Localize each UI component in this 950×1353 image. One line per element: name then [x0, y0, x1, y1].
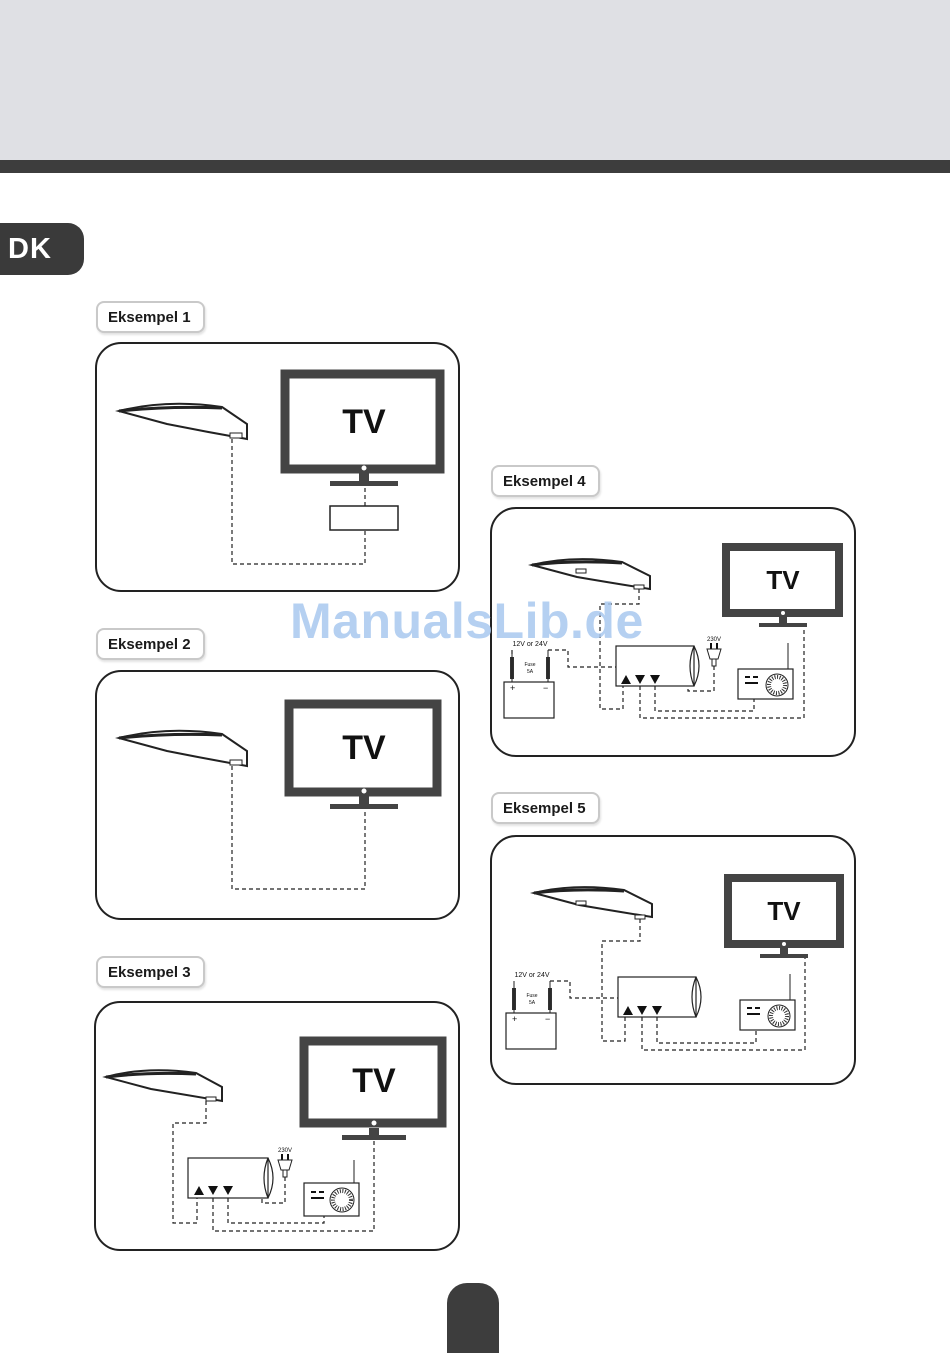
svg-text:−: − — [545, 1014, 550, 1024]
tv-icon: TV — [304, 1041, 442, 1140]
example-5-diagram: TV 12V or 24V + − Fuse 5A — [490, 835, 856, 1085]
svg-text:5A: 5A — [529, 1000, 536, 1006]
satellite-antenna-icon — [119, 731, 247, 766]
multiswitch-box-icon — [616, 646, 699, 686]
language-tab: DK — [0, 223, 84, 275]
example-3-label: Eksempel 3 — [96, 956, 205, 988]
svg-text:12V or 24V: 12V or 24V — [514, 972, 549, 979]
example-1-label: Eksempel 1 — [96, 301, 205, 333]
tv-label: TV — [342, 403, 386, 441]
satellite-antenna-icon — [532, 559, 650, 589]
svg-text:5A: 5A — [527, 669, 534, 675]
svg-text:Fuse: Fuse — [526, 993, 537, 999]
tv-icon: TV — [285, 374, 440, 486]
battery-icon: 12V or 24V + − Fuse 5A — [506, 972, 556, 1049]
fuse-icon: Fuse 5A — [512, 988, 552, 1010]
example-3-diagram: TV 230V — [94, 1001, 460, 1251]
svg-text:+: + — [510, 683, 515, 693]
receiver-box-icon — [330, 506, 398, 530]
power-plug-icon: 230V — [278, 1148, 292, 1177]
example-5-label: Eksempel 5 — [491, 792, 600, 824]
tv-label: TV — [766, 565, 800, 595]
radio-icon — [304, 1160, 359, 1216]
radio-icon — [738, 643, 793, 699]
tv-icon: TV — [289, 704, 437, 809]
tv-label: TV — [342, 729, 386, 767]
example-2-label: Eksempel 2 — [96, 628, 205, 660]
tv-icon: TV — [728, 878, 840, 958]
multiswitch-box-icon — [618, 977, 701, 1017]
tv-icon: TV — [726, 547, 839, 627]
satellite-antenna-icon — [534, 887, 652, 919]
svg-text:Fuse: Fuse — [524, 662, 535, 668]
tv-label: TV — [352, 1062, 396, 1100]
watermark: ManualsLib.de — [290, 592, 644, 650]
multiswitch-box-icon — [188, 1158, 273, 1198]
header-divider — [0, 160, 950, 173]
radio-icon — [740, 974, 795, 1030]
tv-label: TV — [767, 896, 801, 926]
page-number-tab — [447, 1283, 499, 1353]
example-4-label: Eksempel 4 — [491, 465, 600, 497]
example-2-diagram: TV — [95, 670, 460, 920]
svg-text:+: + — [512, 1014, 517, 1024]
satellite-antenna-icon — [106, 1070, 222, 1101]
example-1-diagram: TV — [95, 342, 460, 592]
power-plug-icon: 230V — [707, 637, 721, 666]
fuse-icon: Fuse 5A — [510, 657, 550, 679]
svg-text:230V: 230V — [707, 637, 721, 643]
svg-text:230V: 230V — [278, 1148, 292, 1154]
header-band — [0, 0, 950, 160]
svg-text:−: − — [543, 683, 548, 693]
satellite-antenna-icon — [119, 404, 247, 439]
